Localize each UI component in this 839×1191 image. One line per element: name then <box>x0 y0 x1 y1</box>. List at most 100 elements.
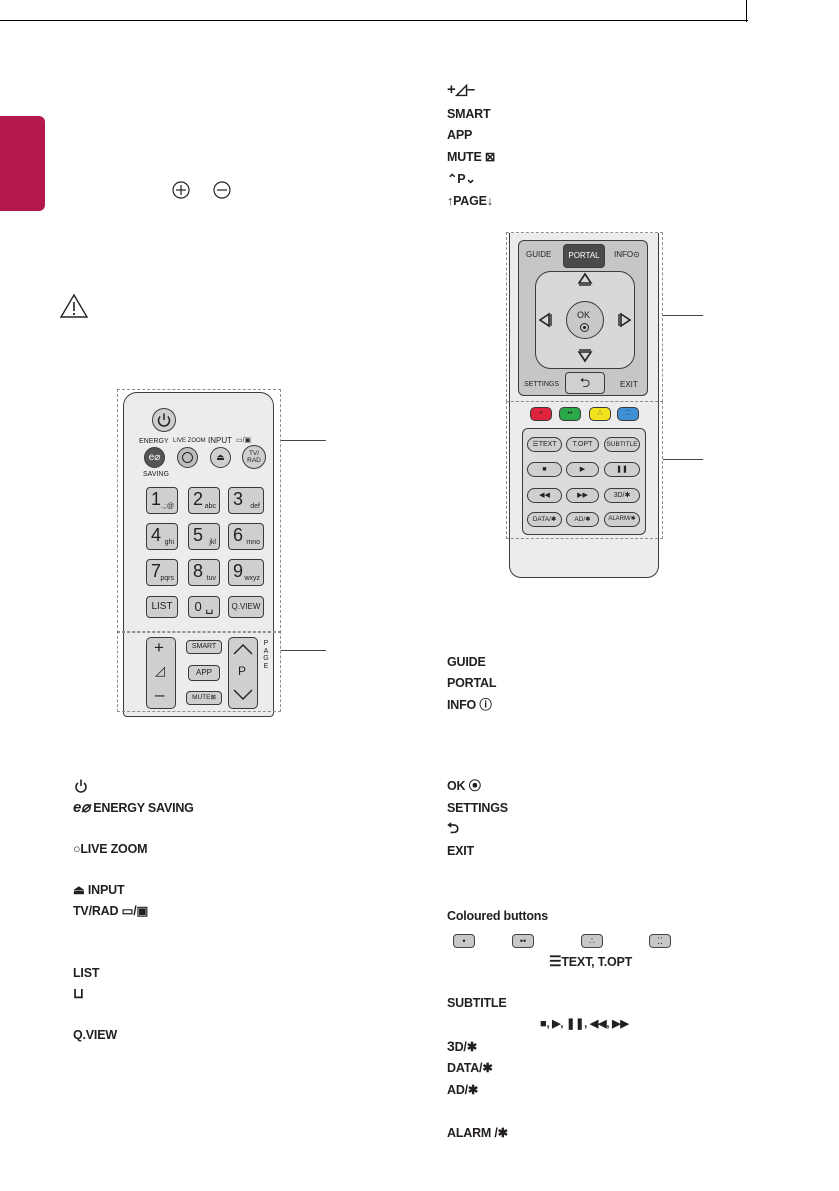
guide-button[interactable]: GUIDE <box>526 250 552 259</box>
ok-button[interactable]: OK <box>566 301 604 339</box>
number-key-digit: 3 <box>233 489 244 509</box>
play-button[interactable]: ▶ <box>566 462 599 477</box>
number-key-3[interactable]: 3 def <box>228 487 264 514</box>
mute-speaker-icon: ⊠ <box>484 150 496 164</box>
data-button[interactable]: DATA/✱ <box>527 512 562 527</box>
legend-info-label: INFO <box>447 698 477 712</box>
legend-list: LIST <box>73 966 100 980</box>
tv-rad-button[interactable]: TV/ RAD <box>242 445 266 469</box>
legend-energy-saving-label: ENERGY SAVING <box>93 801 194 815</box>
app-button[interactable]: APP <box>188 665 220 681</box>
legend-page-label: PAGE <box>453 194 487 208</box>
back-icon: ⮌ <box>447 820 459 837</box>
rewind-button[interactable]: ◀◀ <box>527 488 562 503</box>
legend-ok: OK ⦿ <box>447 778 481 794</box>
legend-ok-label: OK <box>447 779 466 793</box>
tv-radio-icon: ▭/▣ <box>121 904 149 918</box>
language-side-tab <box>0 116 45 211</box>
number-key-letters: abc <box>204 503 216 510</box>
qview-button[interactable]: Q.VIEW <box>228 596 264 618</box>
mute-button[interactable]: MUTE⊠ <box>186 691 222 705</box>
list-button[interactable]: LIST <box>146 596 178 618</box>
callout-leader-nav <box>663 315 703 316</box>
pause-button[interactable]: ❚❚ <box>604 462 640 477</box>
caution-icon <box>59 293 89 318</box>
number-key-1[interactable]: 1.,;@ <box>146 487 178 514</box>
legend-live-zoom-label: LIVE ZOOM <box>80 842 148 856</box>
volume-plus-icon: + <box>154 638 164 657</box>
live-zoom-button[interactable] <box>177 447 198 468</box>
number-key-letters: jkl <box>209 539 216 546</box>
topt-button[interactable]: T.OPT <box>566 437 599 452</box>
legend-data: DATA/✱ <box>447 1061 493 1075</box>
callout-box-lower <box>117 631 281 712</box>
legend-coloured-buttons: Coloured buttons <box>447 909 548 923</box>
blue-button[interactable]: ⁚⁚ <box>617 407 639 421</box>
callout-box-teletext <box>506 401 663 539</box>
legend-3d: 3D/✱ <box>447 1038 477 1055</box>
callout-leader-upper <box>281 440 326 441</box>
nav-left-icon[interactable] <box>538 312 552 328</box>
3d-button[interactable]: 3D/✱ <box>604 488 640 503</box>
energy-saving-button[interactable]: e⌀ <box>144 447 165 468</box>
yellow-button[interactable]: ∴ <box>589 407 611 421</box>
3d-icon: 3 <box>447 1038 455 1054</box>
yellow-dot-icon: ∴ <box>581 934 603 948</box>
program-up-icon <box>233 644 253 655</box>
stop-button[interactable]: ■ <box>527 462 562 477</box>
number-key-digit: 8 <box>193 561 204 581</box>
subtitle-button[interactable]: SUBTITLE <box>604 437 640 452</box>
portal-button[interactable]: PORTAL <box>563 244 605 268</box>
text-button[interactable]: ☰TEXT <box>527 437 562 452</box>
legend-volume: +◿– <box>447 81 476 98</box>
nav-right-icon[interactable] <box>618 312 632 328</box>
number-key-digit: 9 <box>233 561 244 581</box>
alarm-button[interactable]: ALARM/✱ <box>604 512 640 527</box>
power-icon <box>157 413 171 427</box>
green-button[interactable]: •• <box>559 407 581 421</box>
zoom-out-icon <box>213 181 231 199</box>
number-key-letters: ghi <box>164 539 174 546</box>
power-button[interactable] <box>152 408 176 432</box>
legend-ad: AD/✱ <box>447 1083 479 1097</box>
number-key-digit: 1 <box>151 489 162 509</box>
red-button[interactable]: • <box>530 407 552 421</box>
smart-button[interactable]: SMART <box>186 640 222 654</box>
number-key-letters: def <box>250 503 260 510</box>
input-button[interactable]: ⏏ <box>210 447 231 468</box>
legend-page: ↑PAGE↓ <box>447 194 493 208</box>
volume-rocker[interactable]: + ◿ – <box>146 637 176 709</box>
fast-forward-button[interactable]: ▶▶ <box>566 488 599 503</box>
legend-settings: SETTINGS <box>447 801 508 815</box>
exit-button[interactable]: EXIT <box>620 380 638 389</box>
info-label: INFO <box>614 250 634 259</box>
live-zoom-label: LIVE ZOOM <box>173 438 206 444</box>
legend-tv-rad: TV/RAD ▭/▣ <box>73 903 148 919</box>
legend-qview: Q.VIEW <box>73 1028 117 1042</box>
zero-button[interactable]: 0 ␣ <box>188 596 220 618</box>
info-button[interactable]: INFO⊙ <box>614 250 640 259</box>
crop-mark-right <box>746 0 747 22</box>
nav-up-icon[interactable] <box>577 272 593 286</box>
volume-icon: ◿ <box>155 663 165 678</box>
power-icon <box>75 779 87 793</box>
settings-button[interactable]: SETTINGS <box>524 381 560 388</box>
legend-program: ⌃P⌄ <box>447 171 476 187</box>
info-icon: ⓘ <box>479 698 492 712</box>
live-zoom-icon: ○ <box>73 842 81 856</box>
number-key-letters: .,;@ <box>161 503 174 510</box>
back-button[interactable]: ⮌ <box>565 372 605 394</box>
legend-subtitle: SUBTITLE <box>447 996 507 1010</box>
legend-tv-rad-label: TV/RAD <box>73 904 119 918</box>
program-rocker[interactable]: P <box>228 637 258 709</box>
ad-button[interactable]: AD/✱ <box>566 512 599 527</box>
legend-smart: SMART <box>447 107 491 121</box>
nav-down-icon[interactable] <box>577 349 593 363</box>
